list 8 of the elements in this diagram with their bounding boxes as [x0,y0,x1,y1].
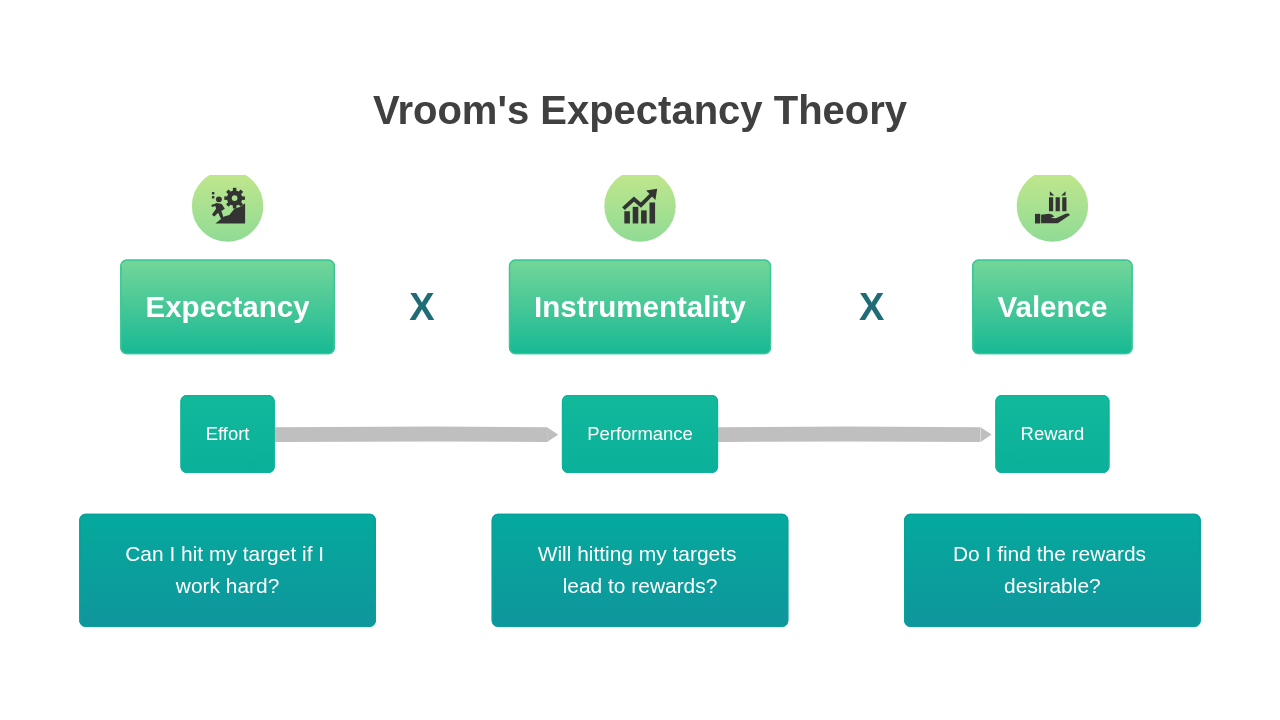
arrow [274,426,559,442]
arrow [718,426,992,442]
node-circle [1014,175,1091,245]
node-circle [601,175,679,245]
multiplication-sign: X [409,287,435,326]
diagram-title: Vroom's Expectancy Theory [372,88,908,132]
multiplication-sign: X [858,287,885,326]
node-circle [189,175,266,245]
